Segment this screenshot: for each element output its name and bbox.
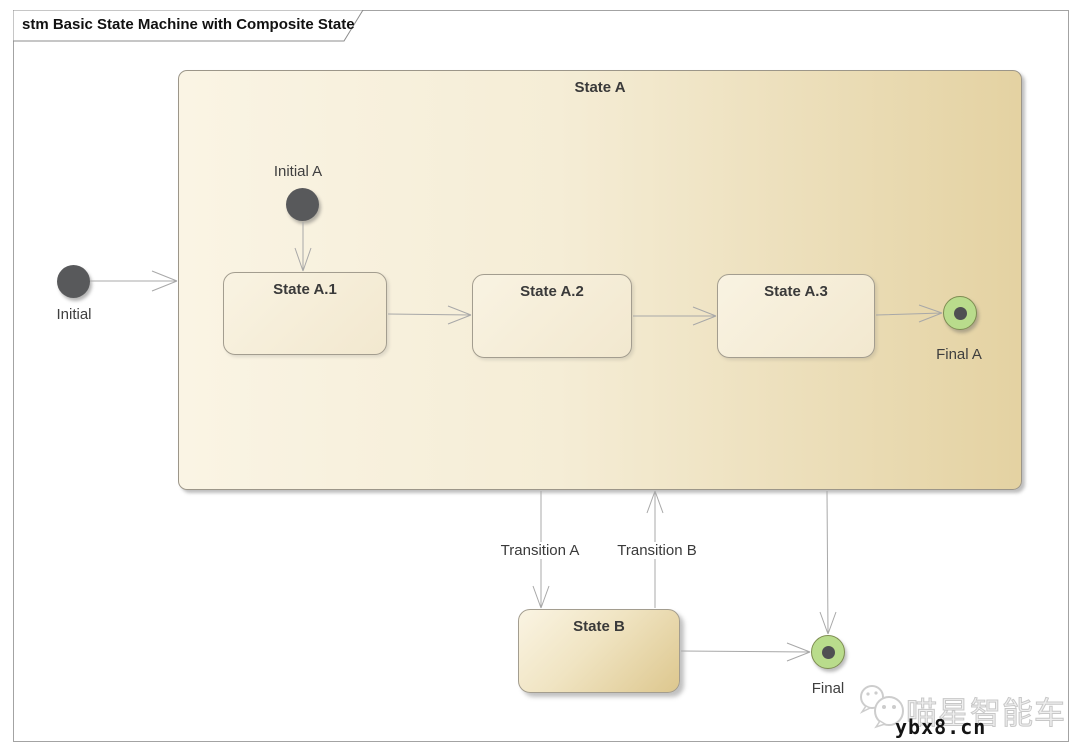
diagram-frame (13, 10, 1069, 742)
state-a3-node: State A.3 (717, 274, 875, 358)
initial-a-label: Initial A (273, 163, 323, 180)
wechat-icon (859, 685, 904, 729)
final-a-dot (953, 306, 967, 320)
state-a1-label: State A.1 (273, 281, 337, 298)
final-label: Final (811, 680, 845, 697)
state-b-node: State B (518, 609, 680, 693)
watermark-brand: 喵星智能车 (906, 696, 1066, 732)
frame-title: stm Basic State Machine with Composite S… (22, 16, 355, 33)
final-dot (821, 645, 835, 659)
watermark: 喵星智能车 ybx8.cn (858, 682, 1068, 744)
state-b-label: State B (573, 618, 625, 635)
transition-a-label: Transition A (497, 542, 583, 559)
state-a1-node: State A.1 (223, 272, 387, 355)
state-a2-label: State A.2 (520, 283, 584, 300)
final-a-node (943, 296, 977, 330)
final-a-label: Final A (936, 346, 982, 363)
final-node (811, 635, 845, 669)
state-a2-node: State A.2 (472, 274, 632, 358)
initial-node (57, 265, 90, 298)
frame-tab-shape (13, 10, 364, 42)
initial-label: Initial (56, 306, 92, 323)
composite-state-a-label: State A (574, 79, 626, 96)
state-a3-label: State A.3 (764, 283, 828, 300)
frame-title-tab: stm Basic State Machine with Composite S… (13, 10, 365, 42)
transition-b-label: Transition B (614, 542, 700, 559)
watermark-site: ybx8.cn (895, 715, 987, 739)
initial-a-node (286, 188, 319, 221)
